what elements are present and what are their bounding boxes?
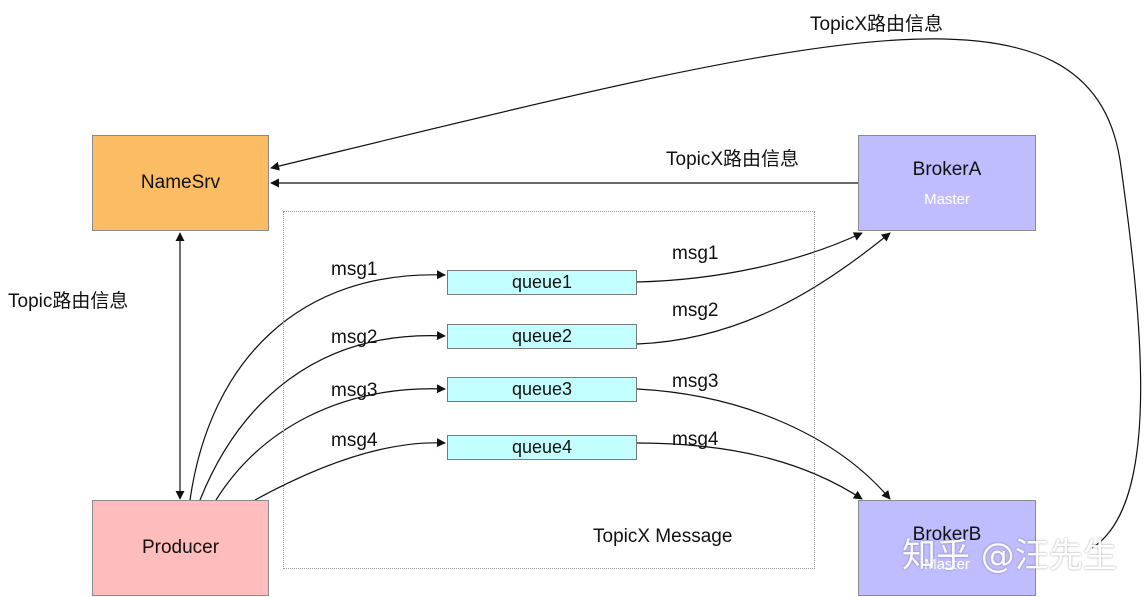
edge-producer-queue3 [215, 384, 446, 501]
producer-node: Producer [92, 500, 269, 596]
edge-brokerB-to-namesrv [270, 38, 1142, 549]
msg1-in-label: msg1 [331, 259, 378, 280]
queue3-box: queue3 [447, 377, 637, 402]
msg1-out-label: msg1 [672, 243, 719, 264]
brokerA-node: BrokerA Master [858, 135, 1036, 231]
queue4-box: queue4 [447, 435, 637, 460]
edge-producer-queue1 [189, 270, 446, 501]
edge-producer-queue2 [199, 331, 446, 501]
namesrv-node: NameSrv [92, 135, 269, 231]
producer-route-label: Topic路由信息 [8, 291, 129, 312]
queue2-box: queue2 [447, 324, 637, 349]
edge-queue1-brokerA [636, 232, 863, 283]
brokerA-label: BrokerA [912, 158, 982, 180]
namesrv-label: NameSrv [140, 172, 221, 193]
brokerA-route-label: TopicX路由信息 [666, 149, 800, 170]
brokerB-node: BrokerB Master [858, 500, 1036, 596]
msg4-in-label: msg4 [331, 430, 378, 451]
brokerA-role: Master [924, 190, 970, 208]
topic-message-label: TopicX Message [593, 526, 733, 547]
queue1-box: queue1 [447, 270, 637, 295]
topic-message-group [283, 211, 815, 569]
outer-route-label: TopicX路由信息 [810, 14, 944, 35]
msg3-out-label: msg3 [672, 371, 719, 392]
msg4-out-label: msg4 [672, 429, 719, 450]
edge-queue2-brokerA [636, 232, 891, 345]
edge-producer-queue4 [254, 438, 446, 501]
msg2-in-label: msg2 [331, 327, 378, 348]
edge-queue3-brokerB [636, 388, 891, 500]
brokerB-role: Master [924, 555, 970, 573]
brokerB-label: BrokerB [912, 523, 982, 545]
watermark: 知乎 @汪先生 [902, 536, 1117, 576]
msg3-in-label: msg3 [331, 380, 378, 401]
edge-queue4-brokerB [636, 442, 863, 500]
msg2-out-label: msg2 [672, 300, 719, 321]
producer-label: Producer [141, 537, 220, 558]
